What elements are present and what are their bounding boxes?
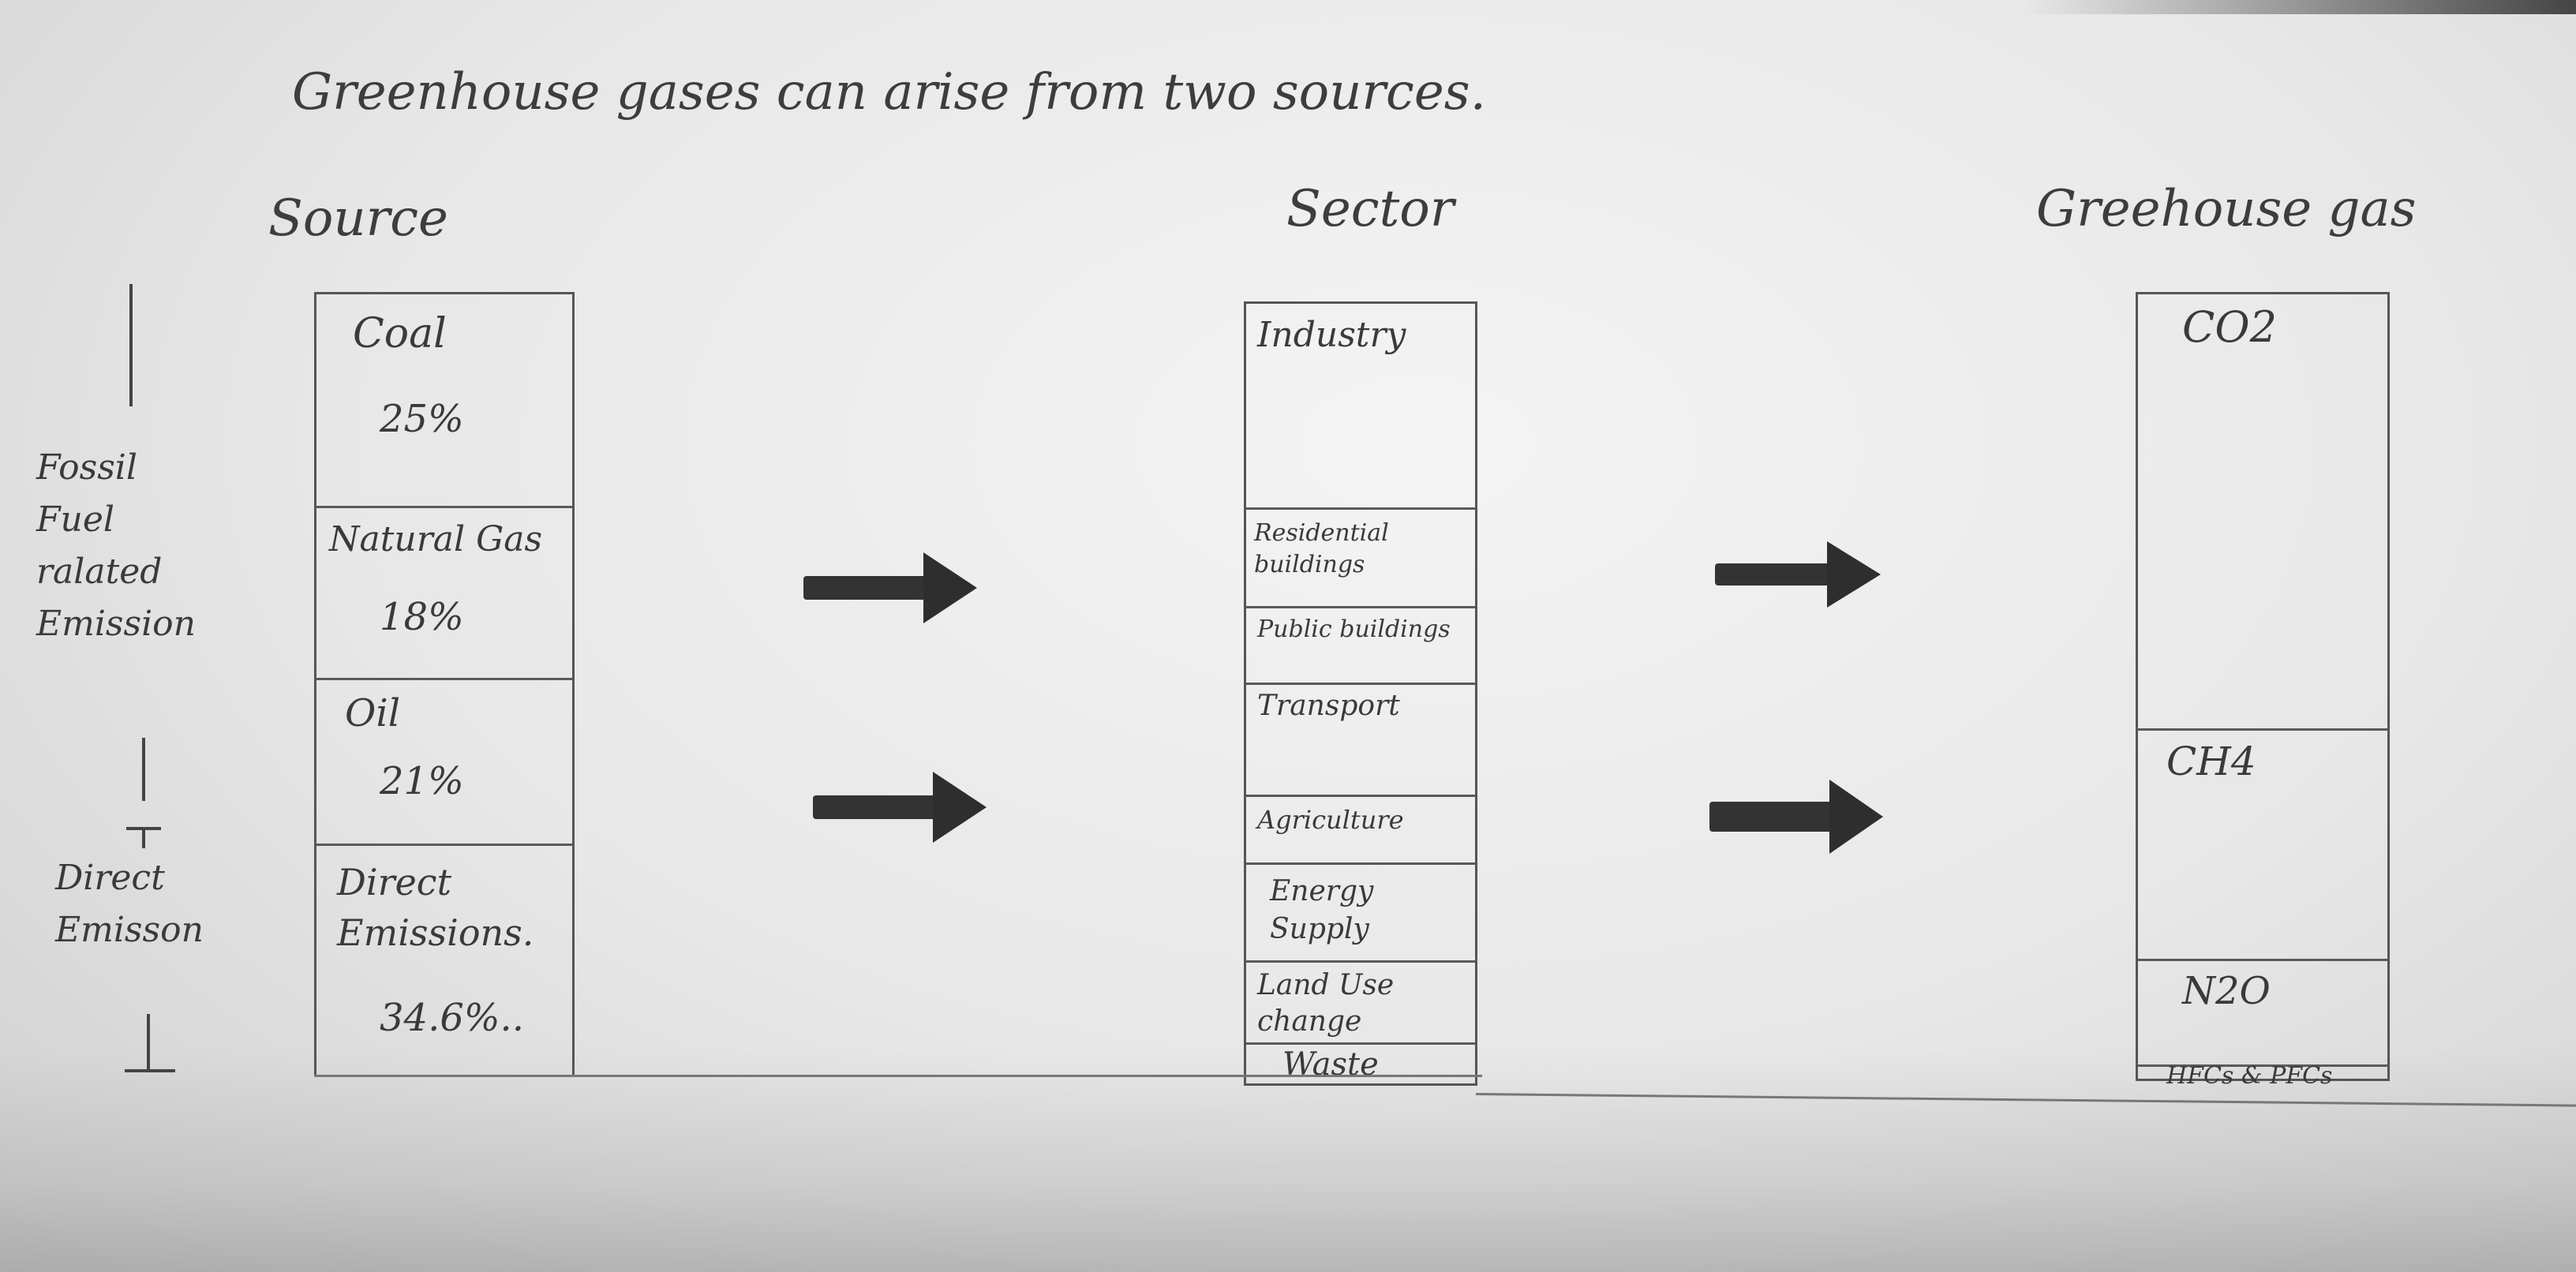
sector-cell: Public buildings	[1246, 606, 1475, 683]
arrow-right-icon	[813, 772, 987, 843]
baseline-line	[314, 1075, 1482, 1077]
source-cell-coal: Coal 25%	[316, 294, 572, 506]
diagram-title: Greenhouse gases can arise from two sour…	[292, 63, 1486, 122]
source-percent: 18%	[380, 595, 464, 639]
direct-bracket-base	[125, 1069, 175, 1072]
source-column: Coal 25% Natural Gas 18% Oil 21% Direct …	[314, 292, 575, 1077]
header-greenhouse-gas: Greehouse gas	[2036, 180, 2417, 238]
fossil-bracket-top	[129, 284, 133, 406]
sector-cell: Residential buildings	[1246, 507, 1475, 606]
arrow-right-icon	[803, 552, 977, 623]
gas-label: N2O	[2182, 969, 2271, 1013]
sector-cell: Waste	[1246, 1042, 1475, 1088]
sector-cell: Land Use change	[1246, 960, 1475, 1042]
paper-shadow	[0, 1049, 2576, 1272]
fossil-fuel-label: Fossil Fuel ralated Emission	[36, 447, 196, 644]
header-sector: Sector	[1286, 180, 1455, 238]
sector-label: Public buildings	[1257, 615, 1451, 643]
sector-label: Agriculture	[1257, 805, 1404, 835]
gas-cell-n2o: N2O	[2138, 959, 2387, 1064]
source-cell-natural-gas: Natural Gas 18%	[316, 506, 572, 678]
gas-cell-ch4: CH4	[2138, 728, 2387, 959]
source-label: Oil	[345, 691, 401, 735]
source-cell-direct-emissions: Direct Emissions. 34.6%..	[316, 844, 572, 1077]
gas-cell-hfcs: HFCs & PFCs	[2138, 1062, 2387, 1090]
sector-label: Land Use change	[1257, 969, 1395, 1038]
direct-emission-label: Direct Emisson	[55, 858, 204, 950]
sector-label: Industry	[1257, 315, 1406, 355]
gas-cell-co2: CO2	[2138, 294, 2387, 728]
sector-label: Waste	[1282, 1046, 1379, 1083]
gas-label: CO2	[2182, 302, 2277, 352]
sector-label: Energy Supply	[1270, 875, 1374, 945]
gas-column: CO2 CH4 N2O HFCs & PFCs	[2136, 292, 2390, 1090]
source-percent: 21%	[380, 759, 464, 803]
source-percent: 25%	[380, 397, 464, 441]
source-label: Direct Emissions.	[337, 861, 534, 954]
sector-cell: Industry	[1246, 304, 1475, 507]
direct-bracket-stem	[142, 829, 145, 848]
sector-cell: Energy Supply	[1246, 862, 1475, 960]
arrow-right-icon	[1715, 541, 1881, 608]
sector-cell: Agriculture	[1246, 795, 1475, 862]
gas-label: CH4	[2166, 739, 2256, 784]
fossil-bracket-bottom	[142, 738, 145, 801]
source-cell-oil: Oil 21%	[316, 678, 572, 844]
sector-column: Industry Residential buildings Public bu…	[1244, 301, 1477, 1086]
direct-bracket-end	[147, 1014, 150, 1069]
source-label: Coal	[353, 310, 447, 357]
sector-label: Residential buildings	[1254, 519, 1389, 578]
sector-label: Transport	[1257, 690, 1400, 722]
source-percent: 34.6%..	[380, 996, 524, 1040]
corner-shadow	[2024, 0, 2576, 14]
header-source: Source	[268, 189, 448, 248]
sector-cell: Transport	[1246, 683, 1475, 795]
arrow-right-icon	[1709, 780, 1883, 854]
source-label: Natural Gas	[329, 519, 543, 559]
gas-label: HFCs & PFCs	[2166, 1062, 2333, 1090]
